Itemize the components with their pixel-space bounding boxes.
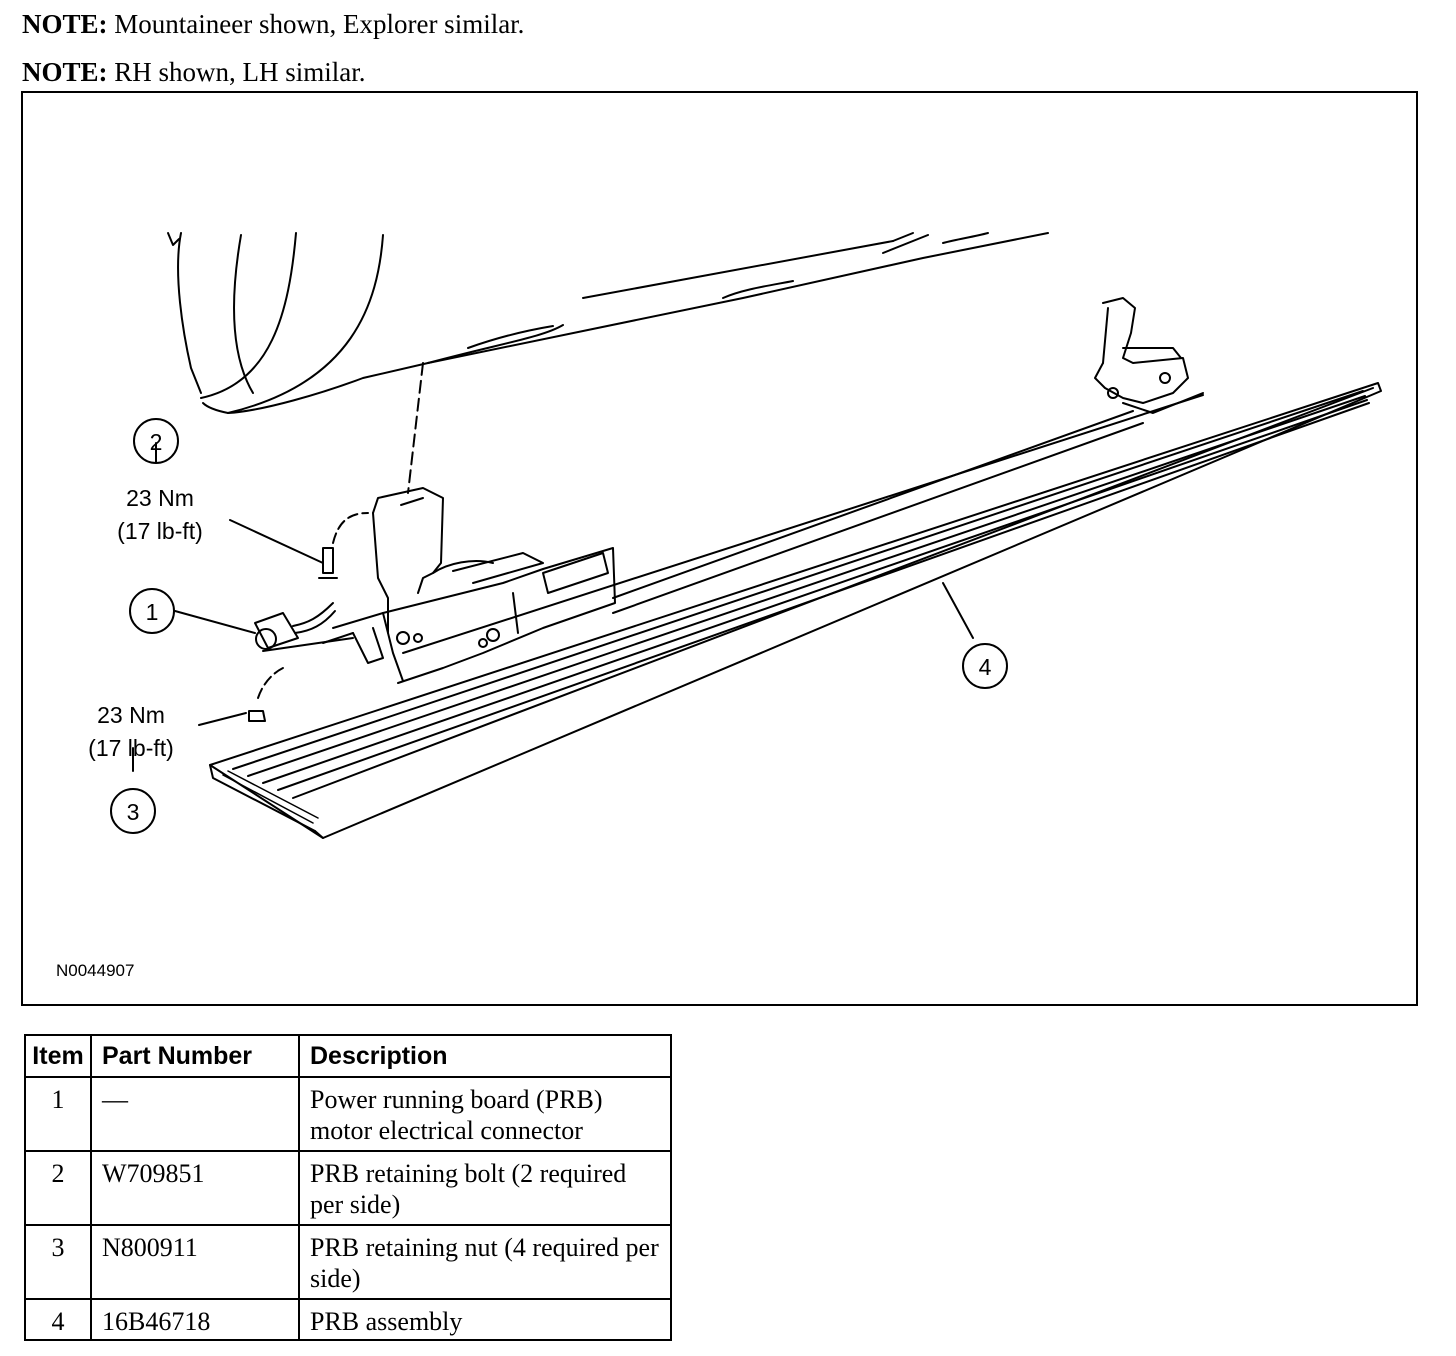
callout-1: 1: [129, 588, 175, 634]
callout-2: 2 23 Nm (17 lb-ft): [117, 418, 203, 544]
callout-circle: [110, 788, 156, 834]
bolt-and-nut-drawing: [248, 512, 369, 722]
cell-description: PRB assembly: [298, 1298, 672, 1341]
note-text: Mountaineer shown, Explorer similar.: [107, 9, 525, 39]
note-label: NOTE:: [22, 9, 108, 39]
header-description: Description: [298, 1034, 672, 1078]
cell-part-number: N800911: [90, 1224, 300, 1300]
torque-value-imperial: (17 lb-ft): [117, 518, 203, 544]
exploded-view-figure: 1 2 23 Nm (17 lb-ft) 3 23 Nm (17 lb-ft) …: [21, 91, 1418, 1006]
cell-item: 1: [24, 1076, 92, 1152]
header-part-number: Part Number: [90, 1034, 300, 1078]
callout-circle: [962, 643, 1008, 689]
cell-item: 3: [24, 1224, 92, 1300]
callout-number: 1: [146, 599, 159, 625]
note-label: NOTE:: [22, 57, 108, 87]
header-item: Item: [24, 1034, 92, 1078]
figure-id: N0044907: [56, 961, 134, 980]
torque-value: 23 Nm: [126, 485, 194, 511]
callout-4: 4: [962, 643, 1008, 689]
electrical-connector-drawing: [254, 602, 336, 650]
table-header-row: Item Part Number Description: [24, 1034, 672, 1078]
table-row: 4 16B46718 PRB assembly: [24, 1298, 672, 1341]
torque-value-imperial: (17 lb-ft): [88, 735, 174, 761]
callout-number: 4: [979, 654, 992, 680]
note-text: RH shown, LH similar.: [107, 57, 366, 87]
parts-table: Item Part Number Description 1 — Power r…: [24, 1034, 672, 1341]
running-board-drawing: [209, 382, 1382, 839]
note-2: NOTE: RH shown, LH similar.: [22, 56, 366, 88]
callout-number: 3: [127, 799, 140, 825]
callout-circle: [129, 588, 175, 634]
cell-description: PRB retaining bolt (2 required per side): [298, 1150, 672, 1226]
cell-item: 4: [24, 1298, 92, 1341]
cell-part-number: 16B46718: [90, 1298, 300, 1341]
running-board-illustration: 1 2 23 Nm (17 lb-ft) 3 23 Nm (17 lb-ft) …: [56, 232, 1382, 980]
leader-lines: [132, 442, 974, 772]
alignment-line: [407, 362, 424, 494]
table-row: 3 N800911 PRB retaining nut (4 required …: [24, 1224, 672, 1300]
rear-bracket-drawing: [1094, 297, 1204, 414]
callout-circle: [133, 418, 179, 464]
cell-part-number: W709851: [90, 1150, 300, 1226]
note-1: NOTE: Mountaineer shown, Explorer simila…: [22, 8, 524, 40]
cell-part-number: —: [90, 1076, 300, 1152]
vehicle-body-drawing: [167, 232, 1049, 414]
cell-description: PRB retaining nut (4 required per side): [298, 1224, 672, 1300]
torque-value: 23 Nm: [97, 702, 165, 728]
cell-description: Power running board (PRB) motor electric…: [298, 1076, 672, 1152]
cell-item: 2: [24, 1150, 92, 1226]
callout-number: 2: [150, 429, 163, 455]
table-row: 1 — Power running board (PRB) motor elec…: [24, 1076, 672, 1152]
table-row: 2 W709851 PRB retaining bolt (2 required…: [24, 1150, 672, 1226]
front-bracket-drawing: [322, 487, 616, 684]
callout-3: 3 23 Nm (17 lb-ft): [88, 702, 174, 834]
